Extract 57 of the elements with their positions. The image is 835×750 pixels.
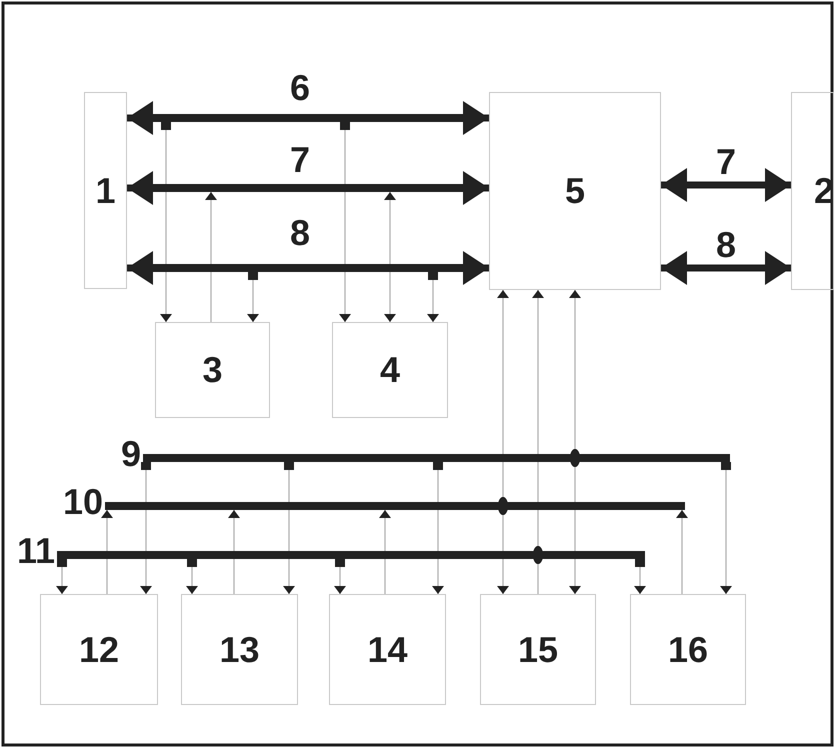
signal-line bbox=[432, 462, 444, 594]
reference-numeral: 7 bbox=[290, 142, 310, 178]
signal-line bbox=[720, 462, 732, 594]
block-box bbox=[480, 594, 596, 705]
bus-arrow bbox=[127, 101, 153, 135]
bus-arrow bbox=[661, 168, 791, 202]
signal-line bbox=[205, 192, 217, 322]
block-box bbox=[489, 92, 661, 290]
block-number: 5 bbox=[564, 173, 586, 209]
block-box bbox=[40, 594, 158, 705]
bus-arrow bbox=[127, 251, 153, 285]
bus-arrow bbox=[463, 101, 489, 135]
block-number: 3 bbox=[202, 352, 223, 388]
signal-line bbox=[283, 462, 295, 594]
block-number: 4 bbox=[380, 352, 400, 388]
signal-line bbox=[339, 122, 351, 322]
signal-line bbox=[569, 449, 581, 594]
reference-numeral: 10 bbox=[62, 484, 103, 520]
block-box bbox=[630, 594, 746, 705]
block-box bbox=[84, 92, 127, 289]
block-box bbox=[791, 92, 834, 290]
signal-line bbox=[101, 510, 113, 594]
block-number: 15 bbox=[518, 632, 558, 668]
signal-line bbox=[533, 546, 543, 594]
signal-line bbox=[379, 510, 391, 594]
block-number: 1 bbox=[95, 172, 116, 208]
reference-numeral: 8 bbox=[290, 215, 310, 251]
signal-line bbox=[140, 462, 152, 594]
bus-arrow bbox=[127, 171, 153, 205]
block-number: 16 bbox=[668, 632, 708, 668]
signal-line bbox=[634, 559, 646, 594]
block-box bbox=[181, 594, 298, 705]
block-box bbox=[332, 322, 448, 418]
bus-bar bbox=[143, 454, 730, 462]
bus-arrow bbox=[661, 251, 791, 285]
bus-arrow bbox=[463, 251, 489, 285]
signal-line bbox=[160, 122, 172, 322]
signal-line bbox=[56, 559, 68, 594]
block-number: 14 bbox=[367, 632, 408, 668]
block-box bbox=[155, 322, 270, 418]
signal-line bbox=[427, 272, 439, 322]
signal-line bbox=[228, 510, 240, 594]
signal-line bbox=[247, 272, 259, 322]
bus-bar bbox=[105, 502, 685, 510]
reference-numeral: 6 bbox=[290, 70, 310, 106]
bus-bar bbox=[57, 551, 645, 559]
signal-line bbox=[497, 497, 509, 594]
block-number: 12 bbox=[78, 632, 120, 668]
signal-line bbox=[384, 192, 396, 322]
block-number: 13 bbox=[219, 632, 260, 668]
reference-numeral: 11 bbox=[16, 533, 55, 569]
bus-arrow bbox=[463, 171, 489, 205]
signal-line bbox=[334, 559, 346, 594]
signal-line bbox=[676, 510, 688, 594]
block-box bbox=[329, 594, 446, 705]
signal-line bbox=[186, 559, 198, 594]
reference-numeral: 9 bbox=[120, 436, 141, 472]
